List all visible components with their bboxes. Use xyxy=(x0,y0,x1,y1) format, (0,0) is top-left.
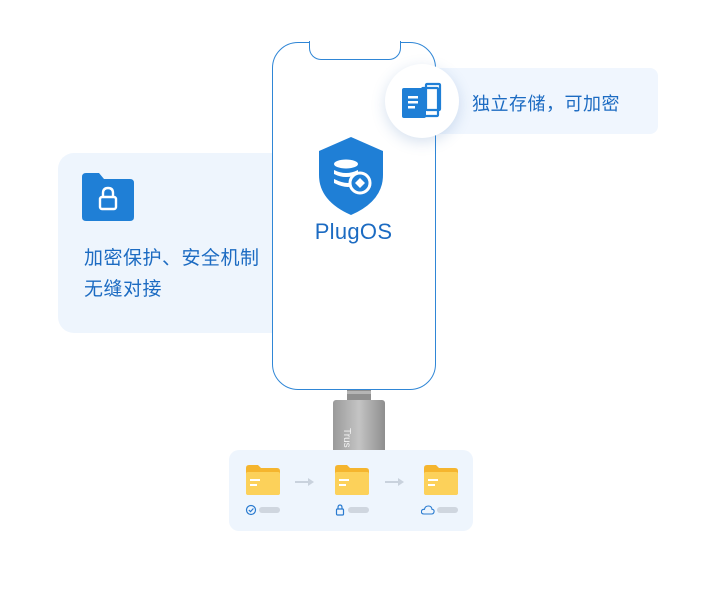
document-icon-badge xyxy=(385,64,459,138)
arrow-right-icon xyxy=(295,478,314,486)
phone-frame: PlugOS xyxy=(272,41,436,390)
folder-icon xyxy=(335,465,369,495)
folder-icon xyxy=(246,465,280,495)
file-status-tray xyxy=(229,450,473,531)
phone-notch xyxy=(309,41,401,60)
os-name-label: PlugOS xyxy=(314,219,393,244)
security-feature-text: 加密保护、安全机制 xyxy=(84,247,260,269)
check-circle-icon xyxy=(245,504,280,516)
folder-icon xyxy=(424,465,458,495)
seamless-feature-text: 无缝对接 xyxy=(84,278,163,300)
lock-icon xyxy=(335,504,369,516)
document-stack-icon xyxy=(402,82,442,118)
locked-folder-icon xyxy=(82,173,134,221)
storage-feature-text: 独立存储，可加密 xyxy=(472,94,620,115)
cloud-icon xyxy=(421,505,458,515)
security-feature-card: 加密保护、安全机制 无缝对接 xyxy=(58,153,288,333)
arrow-right-icon xyxy=(385,478,404,486)
usb-connector xyxy=(333,388,385,456)
shield-database-icon xyxy=(319,137,383,215)
usb-brand-text: Trus xyxy=(341,428,352,448)
